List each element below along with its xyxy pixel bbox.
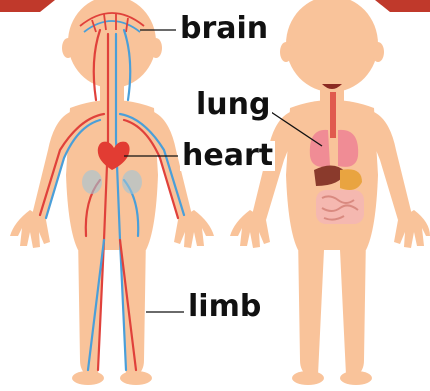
heart-label: heart	[180, 141, 275, 171]
brain-label: brain	[178, 14, 270, 44]
corner-tab-right	[375, 0, 430, 12]
faint-organ	[122, 170, 142, 194]
limb-label: limb	[186, 292, 263, 322]
faint-organ	[82, 170, 102, 194]
left-figure	[10, 0, 214, 385]
trachea	[330, 92, 336, 138]
lung-label: lung	[194, 90, 272, 120]
corner-tab-left	[0, 0, 55, 12]
